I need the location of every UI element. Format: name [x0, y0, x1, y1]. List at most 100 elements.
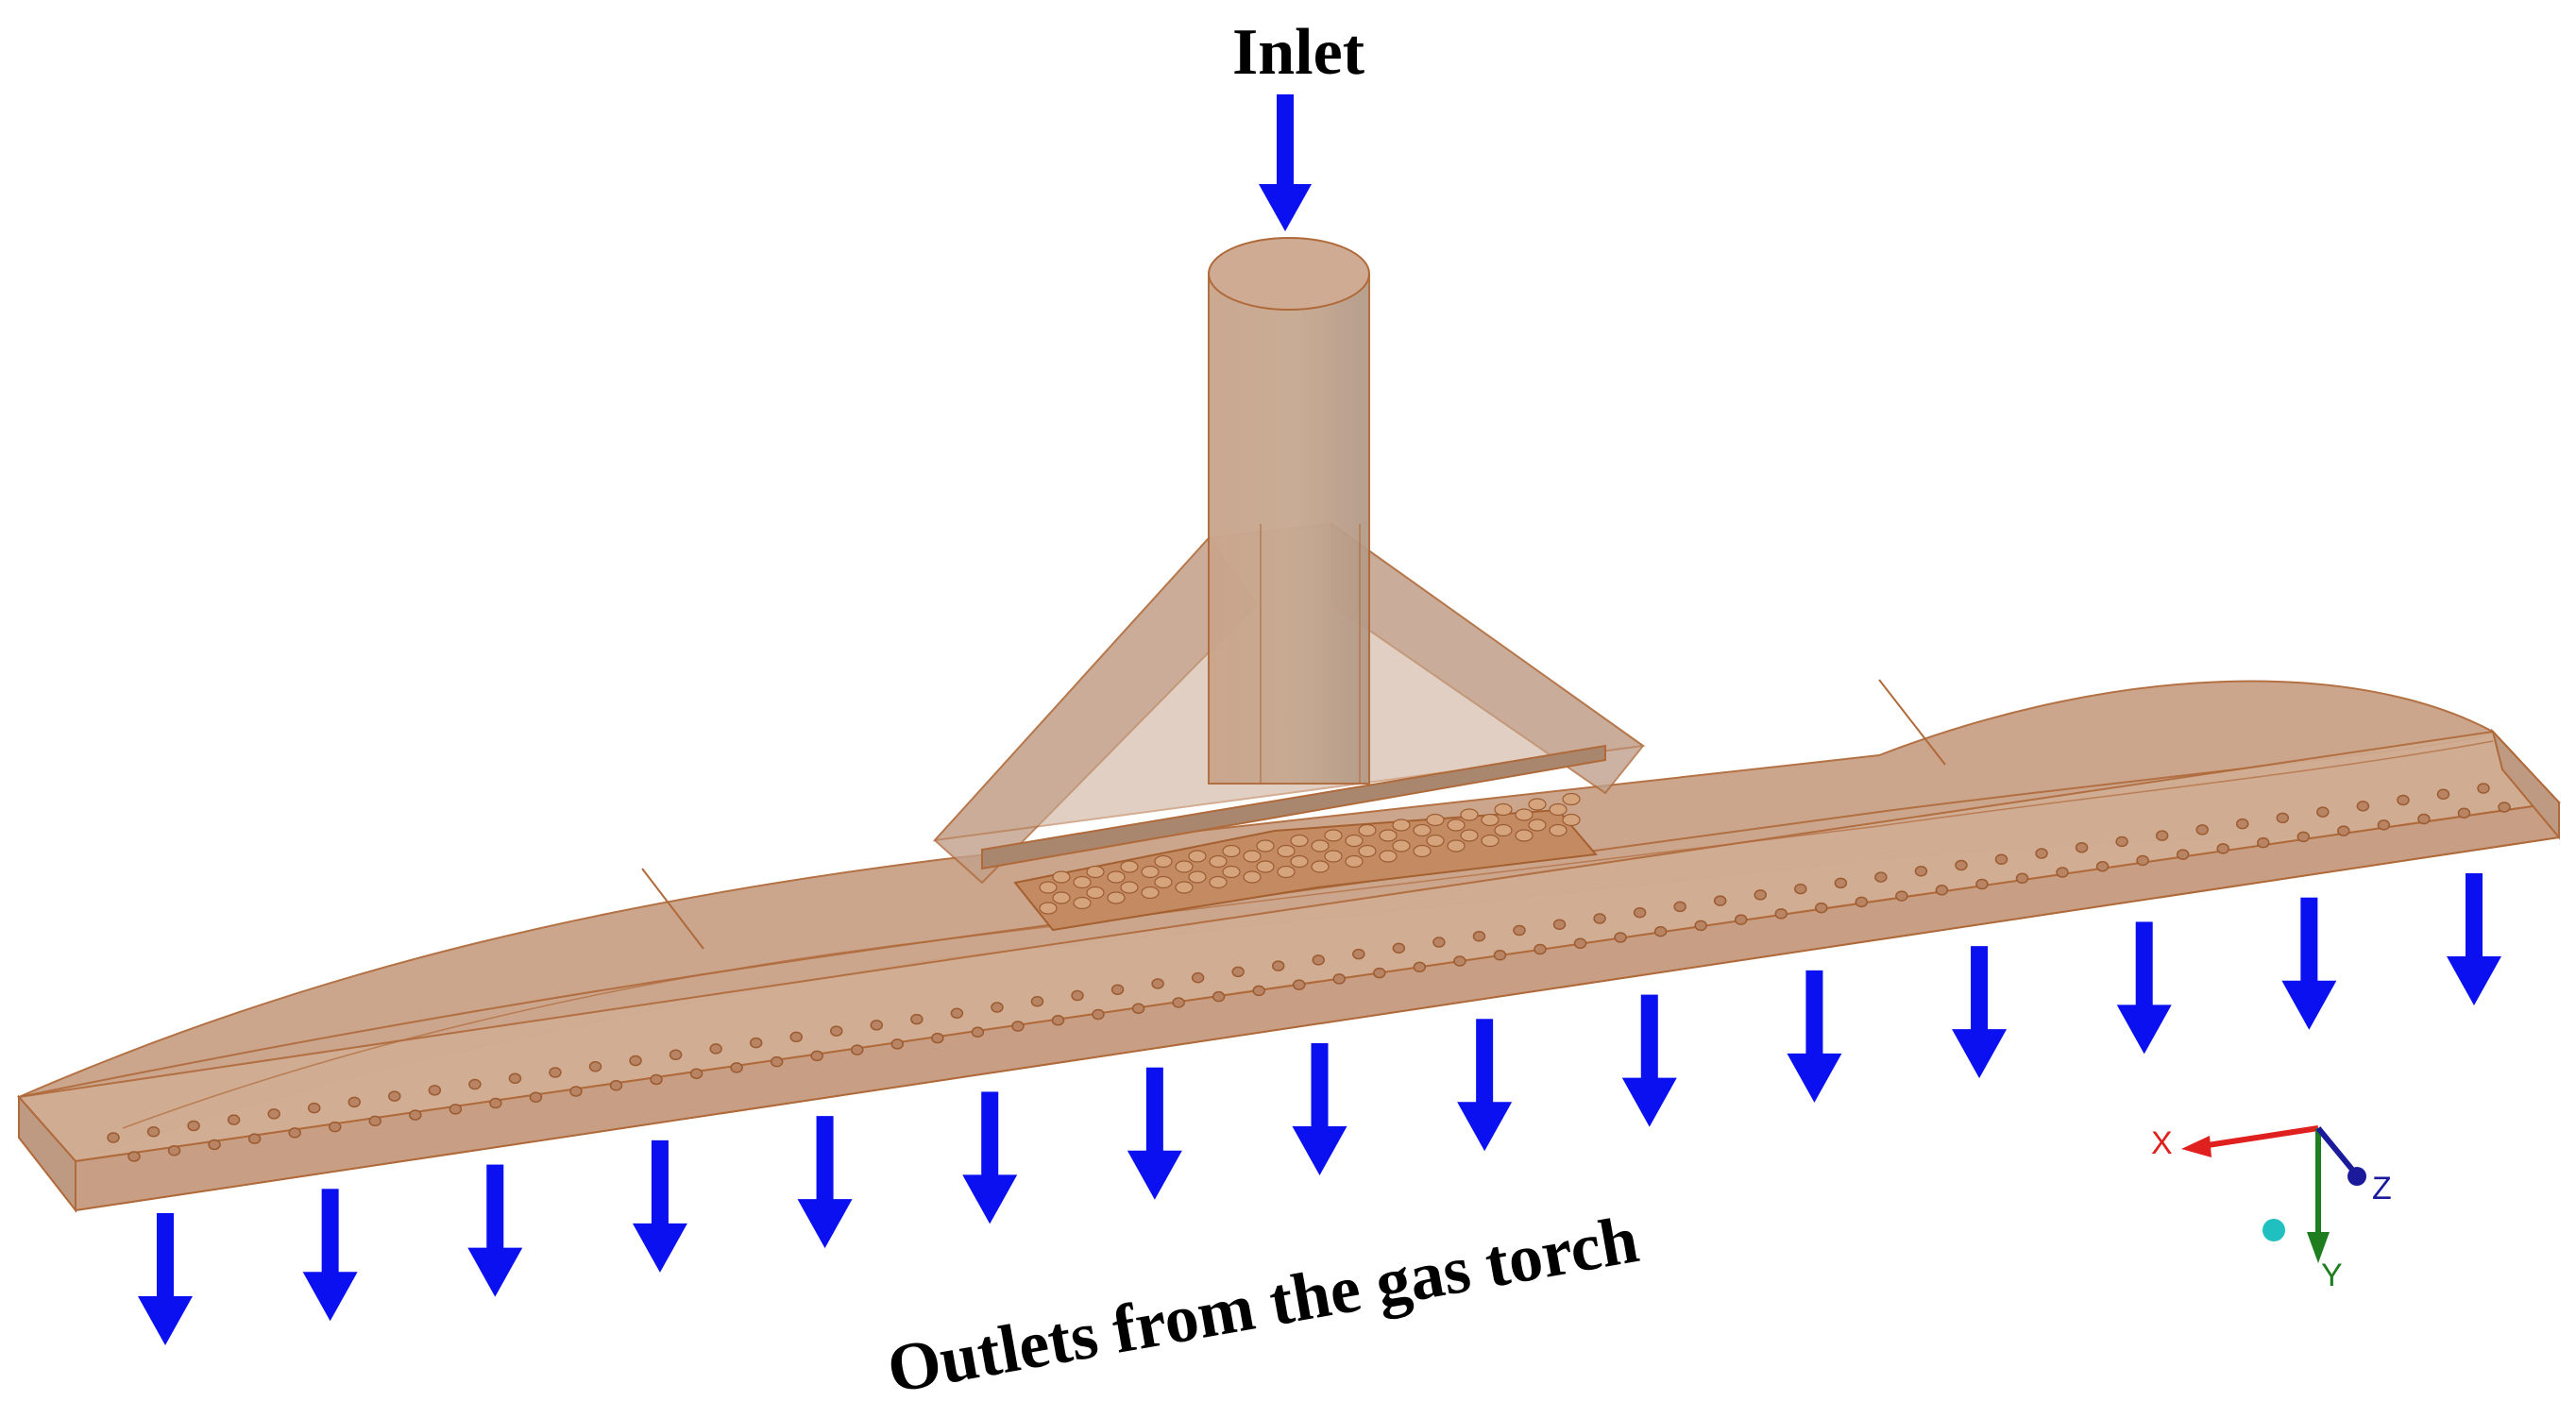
outlet-hole	[409, 1109, 422, 1121]
outlet-hole	[1271, 960, 1285, 971]
outlet-hole	[2316, 806, 2330, 818]
inlet-label: Inlet	[1232, 16, 1364, 89]
plate-hole	[1494, 802, 1513, 817]
outlet-hole	[1614, 932, 1627, 943]
outlet-hole	[2276, 812, 2290, 824]
outlet-hole	[1552, 919, 1567, 930]
outlet-hole	[1534, 943, 1547, 955]
outlet-hole	[971, 1026, 985, 1038]
plate-hole	[1188, 870, 1207, 884]
outlet-hole	[890, 1038, 905, 1050]
outlet-hole	[1453, 955, 1466, 967]
plate-hole	[1460, 808, 1479, 821]
outlet-hole	[1011, 1021, 1025, 1032]
outlet-hole	[307, 1102, 321, 1114]
outlet-arrow	[1952, 946, 2008, 1079]
plate-hole	[1392, 839, 1411, 852]
outlet-hole	[588, 1060, 602, 1072]
plate-hole	[1379, 850, 1398, 863]
outlet-hole	[1855, 896, 1869, 908]
outlet-hole	[669, 1049, 683, 1060]
outlet-hole	[2457, 807, 2471, 819]
outlet-hole	[2498, 802, 2511, 813]
plate-hole	[1175, 860, 1194, 873]
outlet-hole	[2095, 860, 2110, 872]
outlet-hole	[770, 1055, 784, 1068]
y-axis-head	[2307, 1232, 2330, 1263]
x-axis-head	[2181, 1136, 2212, 1157]
outlet-hole	[2075, 841, 2089, 853]
outlet-hole	[1633, 906, 1647, 919]
outlet-hole	[508, 1072, 522, 1085]
outlet-arrow	[797, 1116, 853, 1249]
perforated-plate-surface	[1013, 808, 1598, 932]
funnel-slot	[981, 744, 1606, 870]
plate-hole	[1175, 881, 1194, 894]
plate-hole	[1515, 808, 1534, 821]
outlet-hole	[1352, 948, 1365, 960]
plate-hole	[1086, 865, 1105, 879]
plate-hole	[1256, 860, 1275, 873]
outlet-arrow	[467, 1164, 523, 1297]
panel-line	[122, 740, 2494, 1129]
plate-hole	[1413, 844, 1432, 858]
plate-hole	[1413, 823, 1432, 837]
outlet-hole	[1754, 889, 1767, 901]
outlet-arrow	[2116, 921, 2172, 1055]
outlet-hole	[2256, 836, 2270, 849]
plate-hole	[1120, 881, 1139, 894]
outlet-arrow	[1621, 994, 1677, 1127]
outlet-hole	[1110, 984, 1125, 995]
outlet-hole	[931, 1032, 944, 1044]
outlet-hole	[810, 1050, 823, 1062]
outlet-hole	[2397, 794, 2410, 806]
outlet-hole	[2155, 830, 2169, 841]
outlet-hole	[830, 1025, 843, 1037]
outlet-hole	[1292, 979, 1306, 990]
outlet-arrows	[138, 873, 2501, 1345]
plate-hole	[1311, 839, 1330, 852]
z-axis-line	[2315, 1126, 2356, 1173]
plate-hole	[1141, 886, 1160, 900]
outlet-hole	[1493, 950, 1507, 961]
outlet-hole	[1895, 890, 1908, 902]
outlet-hole	[2015, 872, 2029, 885]
outlet-hole	[227, 1114, 241, 1125]
outlet-hole	[468, 1078, 482, 1090]
outlet-hole	[146, 1125, 161, 1138]
plate-hole	[1481, 834, 1500, 848]
inlet-pipe-top	[1208, 237, 1370, 311]
outlet-hole	[127, 1151, 141, 1162]
outlet-hole	[1392, 942, 1406, 954]
plate-hole	[1222, 865, 1241, 879]
outlet-hole	[1874, 871, 1888, 883]
outlet-hole	[1774, 908, 1788, 920]
outlet-arrow	[138, 1213, 193, 1345]
z-axis-label: Z	[2372, 1171, 2392, 1207]
plate-hole	[1345, 854, 1364, 869]
outlet-hole	[549, 1067, 562, 1078]
outlet-hole	[2296, 831, 2311, 843]
plate-hole	[1528, 798, 1547, 811]
x-axis-label: X	[2151, 1125, 2173, 1161]
outlet-hole	[2136, 854, 2149, 867]
outlet-hole	[1332, 973, 1347, 985]
origin-dot	[2262, 1219, 2285, 1241]
plate-hole	[1515, 829, 1534, 842]
outlet-hole	[1734, 914, 1748, 925]
plate-hole	[1447, 839, 1466, 852]
outlet-hole	[2337, 825, 2350, 836]
plate-hole	[1324, 850, 1343, 863]
y-axis-label: Y	[2321, 1258, 2343, 1293]
plate-hole	[1039, 902, 1058, 915]
outlet-hole	[1252, 985, 1265, 997]
outlet-hole	[991, 1002, 1004, 1013]
outlet-hole	[368, 1115, 382, 1127]
outlet-hole	[2356, 801, 2370, 812]
plate-hole	[1039, 881, 1058, 894]
outlet-arrow	[302, 1189, 358, 1322]
outlet-hole	[1935, 885, 1949, 896]
outlet-hole	[1673, 901, 1686, 913]
plate-hole	[1290, 854, 1309, 869]
outlet-hole	[1432, 937, 1446, 948]
